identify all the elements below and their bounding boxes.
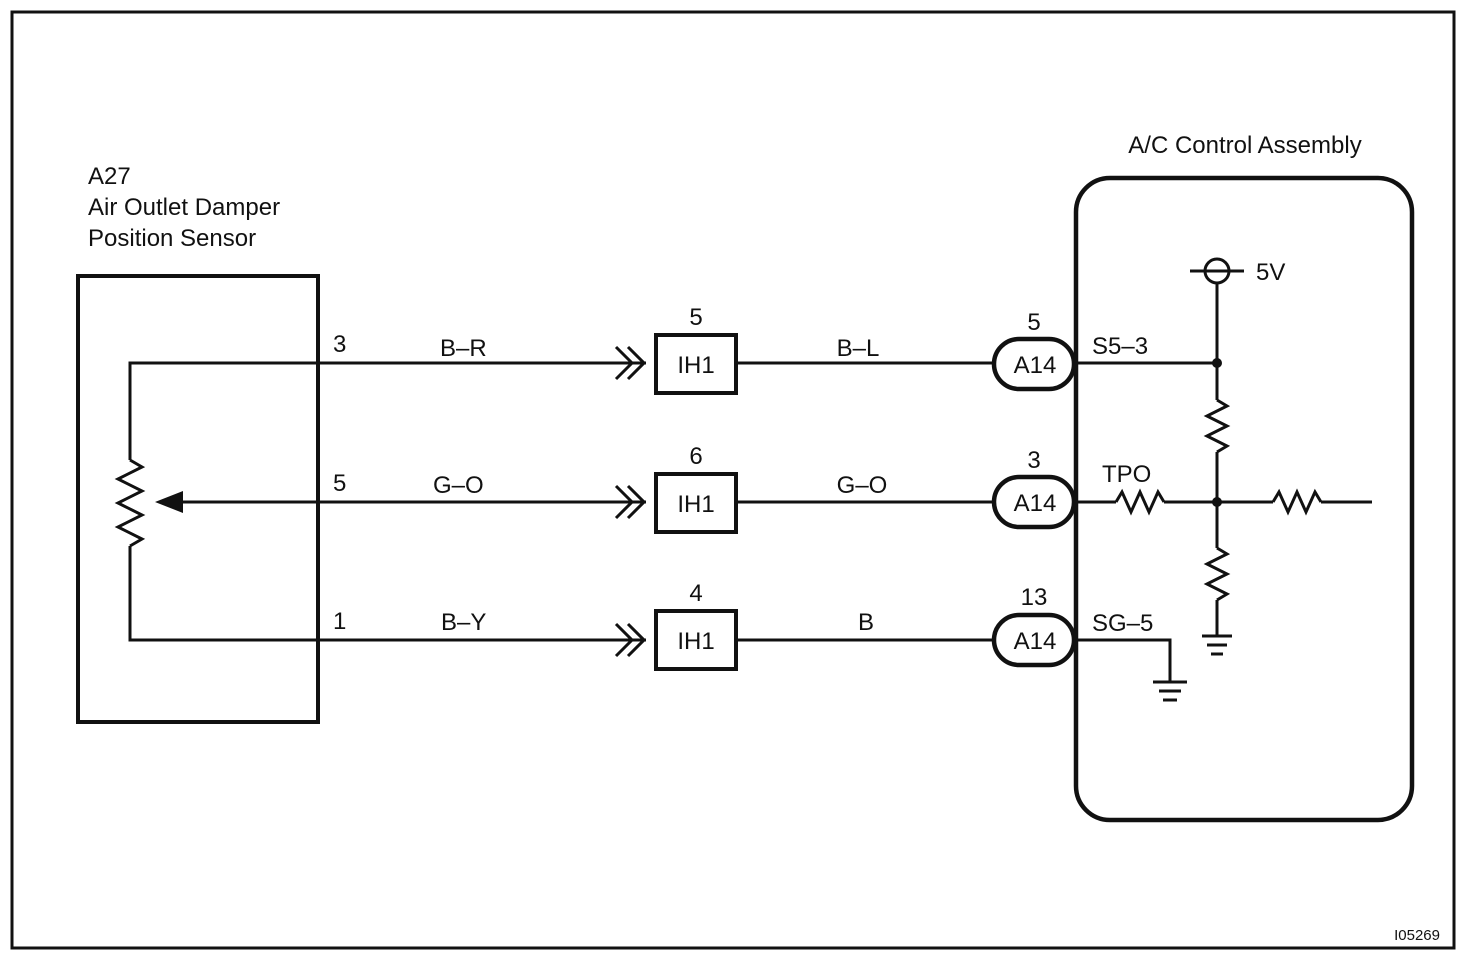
- output-resistor-icon: [1271, 488, 1323, 516]
- wire-label-b-y: B–Y: [441, 609, 486, 636]
- supply-5v-icon: [1190, 257, 1244, 285]
- control-title: A/C Control Assembly: [1128, 132, 1361, 159]
- terminal-s5-3: S5–3: [1092, 333, 1148, 360]
- junction-label-mid: IH1: [677, 491, 714, 518]
- sensor-pin-5: 5: [333, 470, 346, 497]
- junction-dot-mid: [1212, 497, 1222, 507]
- sensor-pin-3: 3: [333, 331, 346, 358]
- ground-icon-ladder: [1202, 634, 1232, 656]
- potentiometer-icon: [114, 361, 318, 642]
- wire-label-b-l: B–L: [837, 335, 880, 362]
- diagram-frame: [10, 10, 1456, 950]
- sensor-name-line2: Position Sensor: [88, 225, 256, 252]
- wire-label-g-o-left: G–O: [433, 472, 484, 499]
- junction-dot-top: [1212, 358, 1222, 368]
- pulldown-resistor-icon: [1203, 546, 1231, 602]
- junction-label-bot: IH1: [677, 628, 714, 655]
- control-box: [1073, 175, 1415, 823]
- wire-label-b: B: [858, 609, 874, 636]
- connector-label-bot: A14: [1014, 628, 1057, 655]
- pullup-resistor-icon: [1203, 398, 1231, 454]
- ground-icon-sg5: [1153, 680, 1187, 702]
- terminal-sg-5: SG–5: [1092, 610, 1153, 637]
- wire-label-g-o-right: G–O: [837, 472, 888, 499]
- sensor-box: [76, 274, 320, 724]
- supply-label: 5V: [1256, 259, 1285, 286]
- connector-pin-3: 3: [1027, 447, 1040, 474]
- terminal-tpo: TPO: [1102, 461, 1151, 488]
- junction-pin-6: 6: [689, 443, 702, 470]
- connector-pin-5: 5: [1027, 309, 1040, 336]
- chevron-connector-icon: [614, 345, 647, 658]
- connector-pin-13: 13: [1021, 584, 1048, 611]
- junction-pin-5: 5: [689, 304, 702, 331]
- tpo-resistor-icon: [1114, 488, 1166, 516]
- connector-label-top: A14: [1014, 352, 1057, 379]
- wire-label-b-r: B–R: [440, 335, 487, 362]
- sensor-pin-1: 1: [333, 608, 346, 635]
- sensor-code: A27: [88, 163, 131, 190]
- connector-label-mid: A14: [1014, 490, 1057, 517]
- junction-box-ih1-bot: [654, 609, 738, 671]
- sensor-name-line1: Air Outlet Damper: [88, 194, 280, 221]
- junction-pin-4: 4: [689, 580, 702, 607]
- junction-label-top: IH1: [677, 352, 714, 379]
- figure-id: I05269: [1394, 927, 1440, 944]
